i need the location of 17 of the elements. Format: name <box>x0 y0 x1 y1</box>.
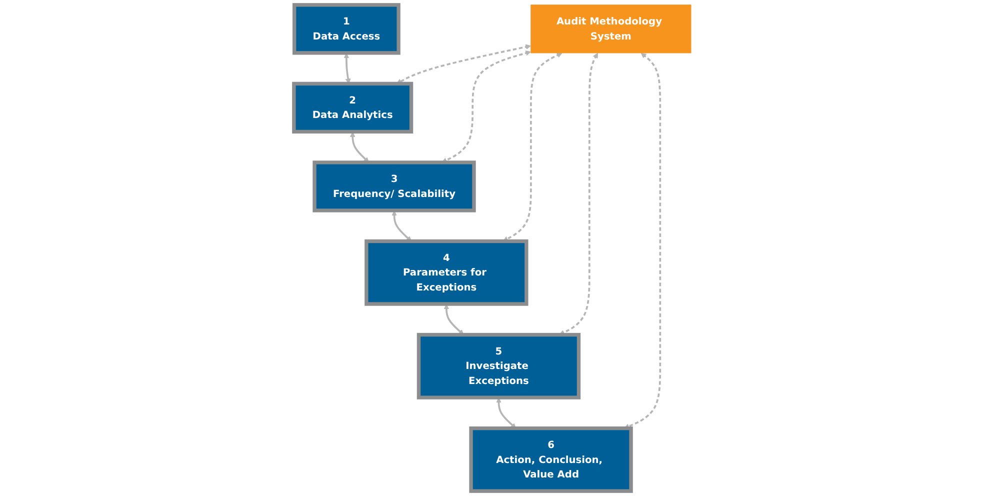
node-box: Audit Methodology System <box>530 4 692 54</box>
arrow <box>502 52 562 242</box>
arrow <box>350 132 370 163</box>
node-box: 4 Parameters for Exceptions <box>364 239 528 306</box>
arrow <box>624 52 662 429</box>
arrow <box>396 44 531 84</box>
arrow <box>392 210 412 242</box>
node-box: 1 Data Access <box>292 3 400 55</box>
node-box: 6 Action, Conclusion, Value Add <box>469 426 633 493</box>
node-box: 5 Investigate Exceptions <box>416 332 581 400</box>
arrow <box>559 52 598 335</box>
arrow <box>442 50 531 163</box>
node-box: 3 Frequency/ Scalability <box>312 160 476 212</box>
arrow <box>444 304 464 335</box>
arrow <box>496 398 516 429</box>
node-box: 2 Data Analytics <box>292 82 414 134</box>
arrow <box>344 52 351 84</box>
